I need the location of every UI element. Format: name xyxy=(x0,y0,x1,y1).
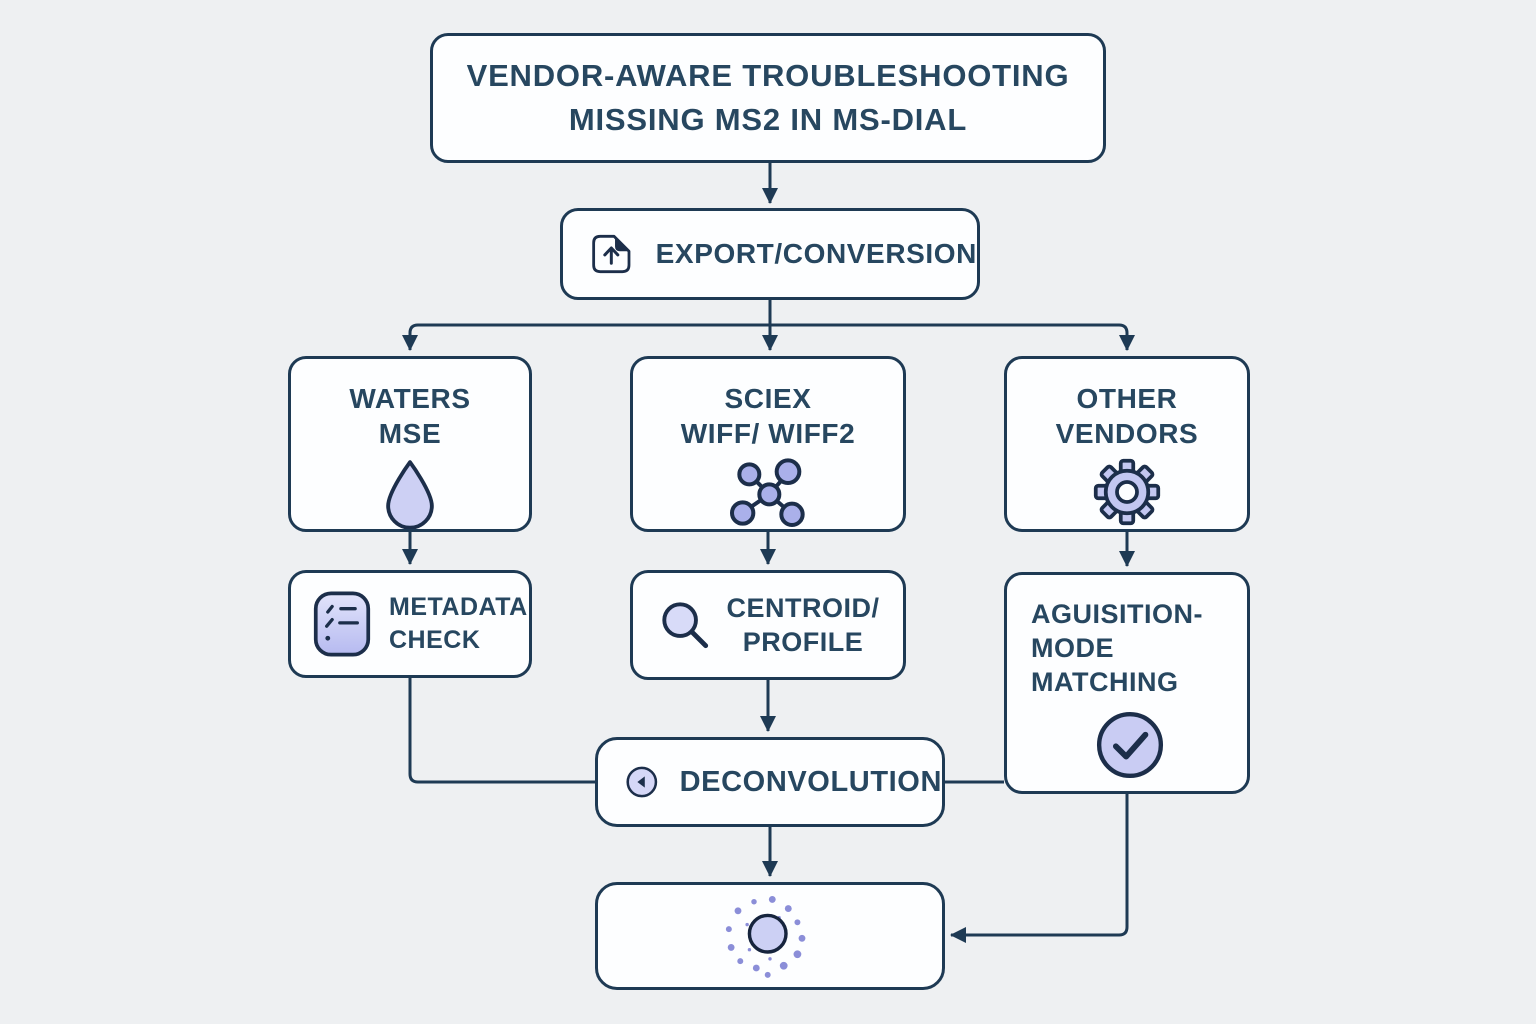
centroid-profile-node: CENTROID/ PROFILE xyxy=(630,570,906,680)
back-triangle-circle-icon xyxy=(626,766,658,798)
other-label-line-2: VENDORS xyxy=(1055,418,1199,449)
waters-mse-node: WATERS MSE xyxy=(288,356,532,532)
other-label-line-1: OTHER xyxy=(1076,383,1178,414)
molecule-icon xyxy=(730,458,805,527)
waters-label-line-1: WATERS xyxy=(349,383,471,414)
acquisition-label-line-2: MODE xyxy=(1031,633,1114,663)
export-conversion-node: EXPORT/CONVERSION xyxy=(560,208,980,300)
deconvolution-node: DECONVOLUTION xyxy=(595,737,945,827)
edge-acquisition-result xyxy=(950,794,1129,943)
centroid-label-line-1: CENTROID/ xyxy=(726,593,880,623)
waters-label-line-2: MSE xyxy=(378,418,442,449)
edge-export-other xyxy=(770,323,1135,351)
sciex-label-line-2: WIFF/ WIFF2 xyxy=(680,418,856,449)
metadata-check-node: METADATA CHECK xyxy=(288,570,532,678)
acquisition-label-line-3: MATCHING xyxy=(1031,667,1179,697)
title-line-1: VENDOR-AWARE TROUBLESHOOTING xyxy=(466,57,1070,93)
edge-metadata-deconvolution xyxy=(408,678,595,784)
centroid-label-line-2: PROFILE xyxy=(742,627,864,657)
sciex-wiff-node: SCIEX WIFF/ WIFF2 xyxy=(630,356,906,532)
checklist-icon xyxy=(313,591,371,657)
magnifier-icon xyxy=(661,602,708,649)
export-conversion-label: EXPORT/CONVERSION xyxy=(655,238,977,269)
gear-icon xyxy=(1093,458,1161,526)
acquisition-mode-node: AGUISITION- MODE MATCHING xyxy=(1004,572,1250,794)
other-vendors-node: OTHER VENDORS xyxy=(1004,356,1250,532)
droplet-icon xyxy=(386,460,434,529)
acquisition-label-line-1: AGUISITION- xyxy=(1031,599,1203,629)
deconvolution-label: DECONVOLUTION xyxy=(679,765,942,798)
result-node xyxy=(595,882,945,990)
sciex-label-line-1: SCIEX xyxy=(724,383,812,414)
edge-export-waters xyxy=(402,323,770,351)
metadata-label-line-1: METADATA xyxy=(389,593,528,621)
particle-scatter-icon xyxy=(725,896,806,978)
metadata-label-line-2: CHECK xyxy=(389,626,481,654)
title-node: VENDOR-AWARE TROUBLESHOOTING MISSING MS2… xyxy=(430,33,1106,163)
checkmark-circle-icon xyxy=(1096,711,1164,779)
title-line-2: MISSING MS2 IN MS-DIAL xyxy=(568,102,968,137)
file-export-icon xyxy=(592,234,631,274)
